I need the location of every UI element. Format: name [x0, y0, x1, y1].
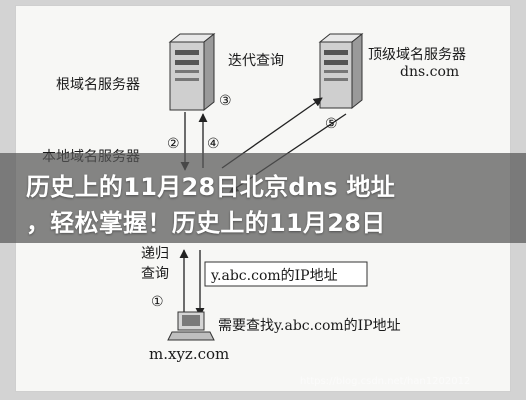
root-server-icon — [168, 32, 216, 112]
request-text: 需要查找y.abc.com的IP地址 — [218, 318, 401, 334]
result-box-text: y.abc.com的IP地址 — [211, 268, 338, 284]
step-1-badge: ① — [151, 294, 164, 310]
tld-domain-label: dns.com — [400, 64, 460, 80]
recursive-label-line2: 查询 — [141, 266, 169, 282]
overlay-title-line2: ，轻松掌握！历史上的11月28日 — [26, 209, 386, 237]
result-box — [204, 261, 368, 287]
step-4-badge: ④ — [207, 136, 220, 152]
client-host-label: m.xyz.com — [149, 345, 230, 363]
step-5-badge: ⑤ — [325, 116, 338, 132]
step-2-badge: ② — [167, 136, 180, 152]
step-3-badge: ③ — [219, 93, 232, 109]
tld-server-label: 顶级域名服务器 — [368, 47, 466, 63]
tld-server-icon — [318, 32, 364, 110]
recursive-label-line1: 递归 — [141, 246, 169, 262]
overlay-title-line1: 历史上的11月28日北京dns 地址 — [26, 173, 396, 201]
root-server-label: 根域名服务器 — [56, 77, 140, 93]
iterative-query-label: 迭代查询 — [228, 53, 284, 69]
watermark: https://blog.csdn.net/han1202012 — [300, 376, 471, 387]
title-overlay: 历史上的11月28日北京dns 地址 ，轻松掌握！历史上的11月28日 — [0, 153, 526, 243]
client-computer-icon — [167, 311, 215, 341]
